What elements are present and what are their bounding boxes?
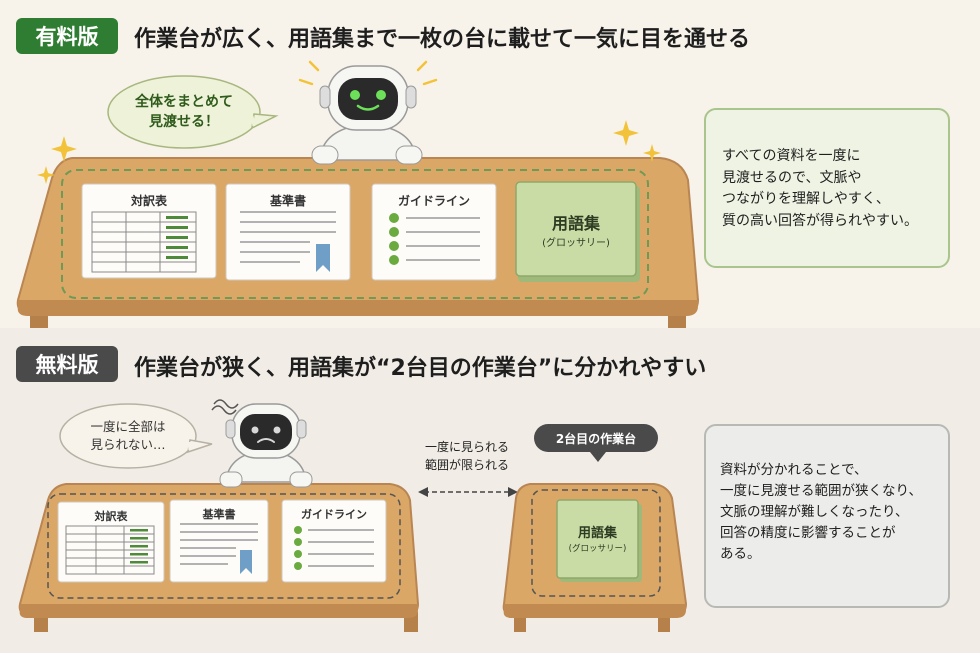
robot-happy <box>298 60 438 165</box>
second-table-label: 2台目の作業台 <box>555 432 637 446</box>
glossary-title-bottom: 用語集 <box>577 526 617 541</box>
free-note-box <box>704 424 950 608</box>
paid-note-box <box>704 108 950 268</box>
doc-title-taiyakuhyo-bottom: 対訳表 <box>94 510 128 523</box>
paid-badge: 有料版 <box>16 18 118 54</box>
doc-taiyakuhyo-top <box>81 183 217 279</box>
doc-kijunsho-bottom <box>169 499 269 583</box>
bubble-bottom-shape <box>59 403 213 469</box>
bubble-top-shape <box>107 75 279 149</box>
doc-taiyakuhyo-bottom <box>57 501 165 583</box>
doc-title-guideline-bottom: ガイドライン <box>301 508 367 521</box>
glossary-sub-top: (グロッサリー) <box>542 238 610 249</box>
second-table-label-shape <box>534 424 658 462</box>
sparkles <box>37 120 661 184</box>
doc-title-guideline-top: ガイドライン <box>397 194 470 208</box>
free-badge: 無料版 <box>16 346 118 382</box>
glossary-sub-bottom: (グロッサリー) <box>568 544 627 554</box>
bubble-text-top: 全体をまとめて 見渡せる！ <box>135 93 233 130</box>
glossary-book-top <box>515 181 640 282</box>
free-note-text: 資料が分かれることで、 一度に見渡せる範囲が狭くなり、 文脈の理解が難しくなった… <box>720 462 922 562</box>
doc-kijunsho-top <box>225 183 351 281</box>
bubble-text-bottom: 一度に全部は 見られない… <box>90 418 166 452</box>
double-arrow <box>418 487 518 497</box>
free-workbench-second <box>502 483 688 632</box>
doc-guideline-top <box>371 183 497 281</box>
doc-title-kijunsho-top: 基準書 <box>269 194 306 208</box>
doc-guideline-bottom <box>281 499 387 583</box>
doc-title-taiyakuhyo-top: 対訳表 <box>130 194 167 208</box>
robot-worried <box>211 399 313 488</box>
doc-title-kijunsho-bottom: 基準書 <box>202 508 236 521</box>
free-heading: 作業台が狭く、用語集が“2台目の作業台”に分かれやすい <box>134 356 707 381</box>
paid-heading: 作業台が広く、用語集まで一枚の台に載せて一気に目を通せる <box>134 27 751 52</box>
arrow-label: 一度に見られる 範囲が限られる <box>424 440 509 472</box>
glossary-title-top: 用語集 <box>551 214 600 233</box>
paid-note-text: すべての資料を一度に 見渡せるので、文脈や つながりを理解しやすく、 質の高い回… <box>722 148 918 230</box>
